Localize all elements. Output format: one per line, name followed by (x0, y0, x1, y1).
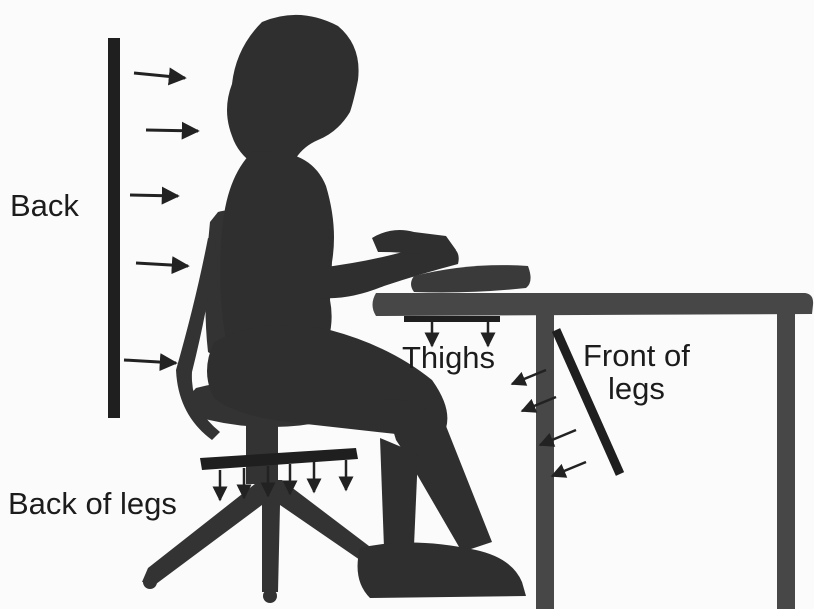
person-head-hair (227, 15, 359, 172)
back-arrow (130, 195, 178, 196)
label-back-of-legs: Back of legs (8, 488, 177, 521)
person-lower-leg-back (380, 438, 418, 548)
thighs-pressure-bar (404, 316, 500, 322)
person-hand (372, 230, 456, 255)
label-front-of-legs-line2: legs (583, 373, 690, 406)
chair-caster (263, 589, 277, 603)
back-of-legs-pressure-bar (200, 448, 358, 470)
chair-post (246, 420, 278, 484)
label-back: Back (10, 190, 79, 223)
back-pressure-bar (108, 38, 120, 418)
desk-leg-right (777, 314, 795, 609)
chair-caster (143, 575, 157, 589)
back-arrow (136, 263, 188, 266)
front-legs-arrow (552, 462, 586, 476)
label-front-of-legs: Front of legs (583, 340, 690, 405)
back-arrow (134, 73, 185, 78)
desk-leg-left (536, 314, 554, 609)
label-thighs: Thighs (402, 342, 495, 375)
back-arrows (124, 73, 198, 363)
desk-top (373, 293, 814, 316)
person-feet (358, 542, 526, 598)
back-arrow (124, 360, 176, 363)
back-arrow (146, 130, 198, 131)
label-front-of-legs-line1: Front of (583, 340, 690, 373)
